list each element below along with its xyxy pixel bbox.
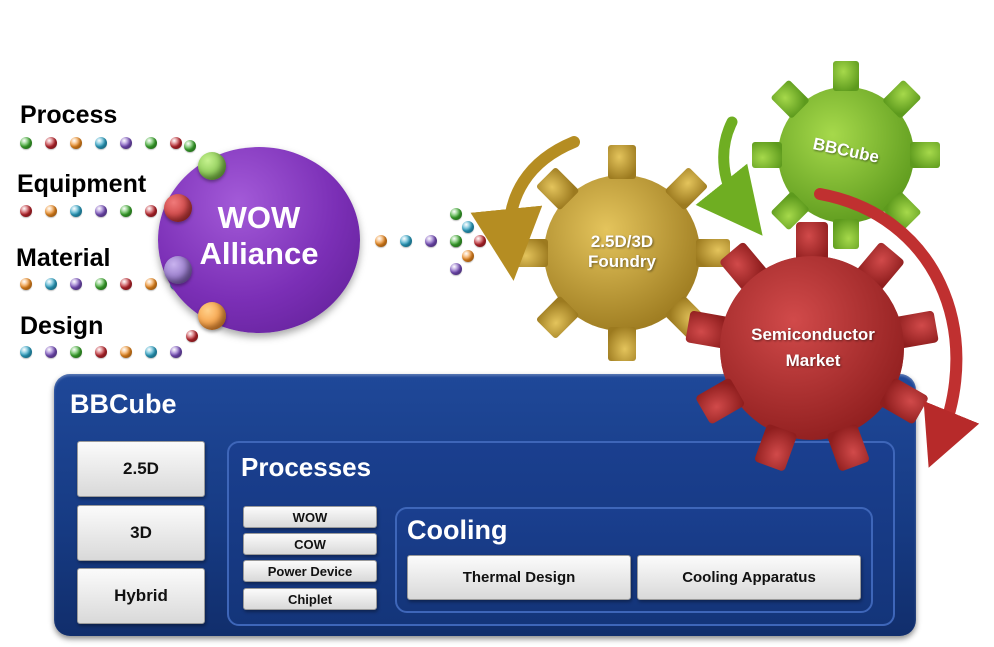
bbcube-gear <box>752 61 940 249</box>
market-gear-overlay <box>696 256 928 471</box>
type-3d-box: 3D <box>77 505 205 561</box>
trail-dot <box>425 235 437 247</box>
trail-dot <box>450 263 462 275</box>
market-label-line1: Semiconductor <box>751 325 875 344</box>
trail-dot <box>450 235 462 247</box>
foundry-curved-arrow <box>470 136 580 281</box>
foundry-label-line2: Foundry <box>588 252 656 271</box>
trail-dot <box>120 137 132 149</box>
trail-dot <box>20 205 32 217</box>
bbcube-panel-title: BBCube <box>70 389 177 419</box>
trail-dot <box>95 346 107 358</box>
trail-dot <box>145 205 157 217</box>
trail-dot <box>95 205 107 217</box>
processes-title: Processes <box>241 452 372 482</box>
trail-dot <box>20 278 32 290</box>
bbcube-curved-arrow <box>695 116 763 236</box>
trail-dot <box>120 346 132 358</box>
input-label-design: Design <box>20 312 104 340</box>
trail-dot <box>70 137 82 149</box>
trail-dot <box>120 205 132 217</box>
input-label-equipment: Equipment <box>17 170 147 198</box>
trail-dot <box>95 137 107 149</box>
trail-dot <box>20 346 32 358</box>
market-label-line2: Market <box>785 351 841 370</box>
cooling-apparatus-box: Cooling Apparatus <box>637 555 861 600</box>
trail-dot <box>145 278 157 290</box>
green-ball <box>198 152 226 180</box>
trail-dot <box>20 137 32 149</box>
trail-dot <box>145 137 157 149</box>
thermal-design-box: Thermal Design <box>407 555 631 600</box>
foundry-label: 2.5D/3D Foundry <box>562 232 682 272</box>
purple-ball <box>164 256 192 284</box>
type-2-5d-box: 2.5D <box>77 441 205 497</box>
trail-dot <box>184 140 196 152</box>
trail-dot <box>170 346 182 358</box>
process-wow-box: WOW <box>243 506 377 528</box>
trail-dot <box>45 346 57 358</box>
cooling-title: Cooling <box>407 515 508 545</box>
orange-ball <box>198 302 226 330</box>
trail-dot <box>170 137 182 149</box>
trail-dot <box>120 278 132 290</box>
trail-dot <box>95 278 107 290</box>
input-label-process: Process <box>20 101 118 129</box>
foundry-label-line1: 2.5D/3D <box>590 232 654 251</box>
process-chiplet-box: Chiplet <box>243 588 377 610</box>
market-label: Semiconductor Market <box>728 322 898 374</box>
market-curved-arrow <box>814 188 980 468</box>
trail-dot <box>70 346 82 358</box>
process-power-device-box: Power Device <box>243 560 377 582</box>
trail-dot <box>375 235 387 247</box>
trail-dot <box>70 205 82 217</box>
wow-alliance-circle <box>158 147 360 333</box>
trail-dot <box>145 346 157 358</box>
trail-dot <box>45 278 57 290</box>
trail-dot <box>186 330 198 342</box>
input-label-material: Material <box>16 244 111 272</box>
trail-dot <box>70 278 82 290</box>
wow-alliance-title: WOW Alliance <box>158 200 360 272</box>
trail-dot <box>45 137 57 149</box>
trail-dot <box>45 205 57 217</box>
red-ball <box>164 194 192 222</box>
type-hybrid-box: Hybrid <box>77 568 205 624</box>
trail-dot <box>450 208 462 220</box>
trail-dot <box>400 235 412 247</box>
process-cow-box: COW <box>243 533 377 555</box>
alliance-line1: WOW <box>217 200 301 235</box>
alliance-line2: Alliance <box>199 236 319 271</box>
